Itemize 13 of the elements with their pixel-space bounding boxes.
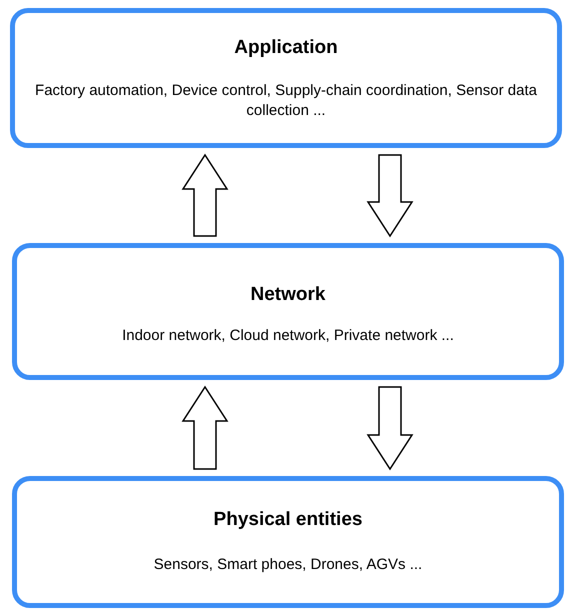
- layer-description: Factory automation, Device control, Supply-chain coordination, Sensor data collection ...: [34, 81, 538, 120]
- block-arrow: [366, 154, 414, 238]
- layer-box: [12, 243, 564, 380]
- layer-title: Physical entities: [212, 509, 364, 531]
- layer-title: Application: [233, 37, 339, 59]
- layer-title: Network: [250, 284, 326, 306]
- layer-description: Sensors, Smart phoes, Drones, AGVs ...: [152, 555, 424, 574]
- block-arrow: [182, 154, 228, 237]
- block-arrow: [366, 386, 414, 470]
- layer-box: [10, 8, 562, 148]
- layer-box: [12, 476, 564, 608]
- layer-description: Indoor network, Cloud network, Private network ...: [121, 326, 455, 346]
- block-arrow: [182, 386, 228, 470]
